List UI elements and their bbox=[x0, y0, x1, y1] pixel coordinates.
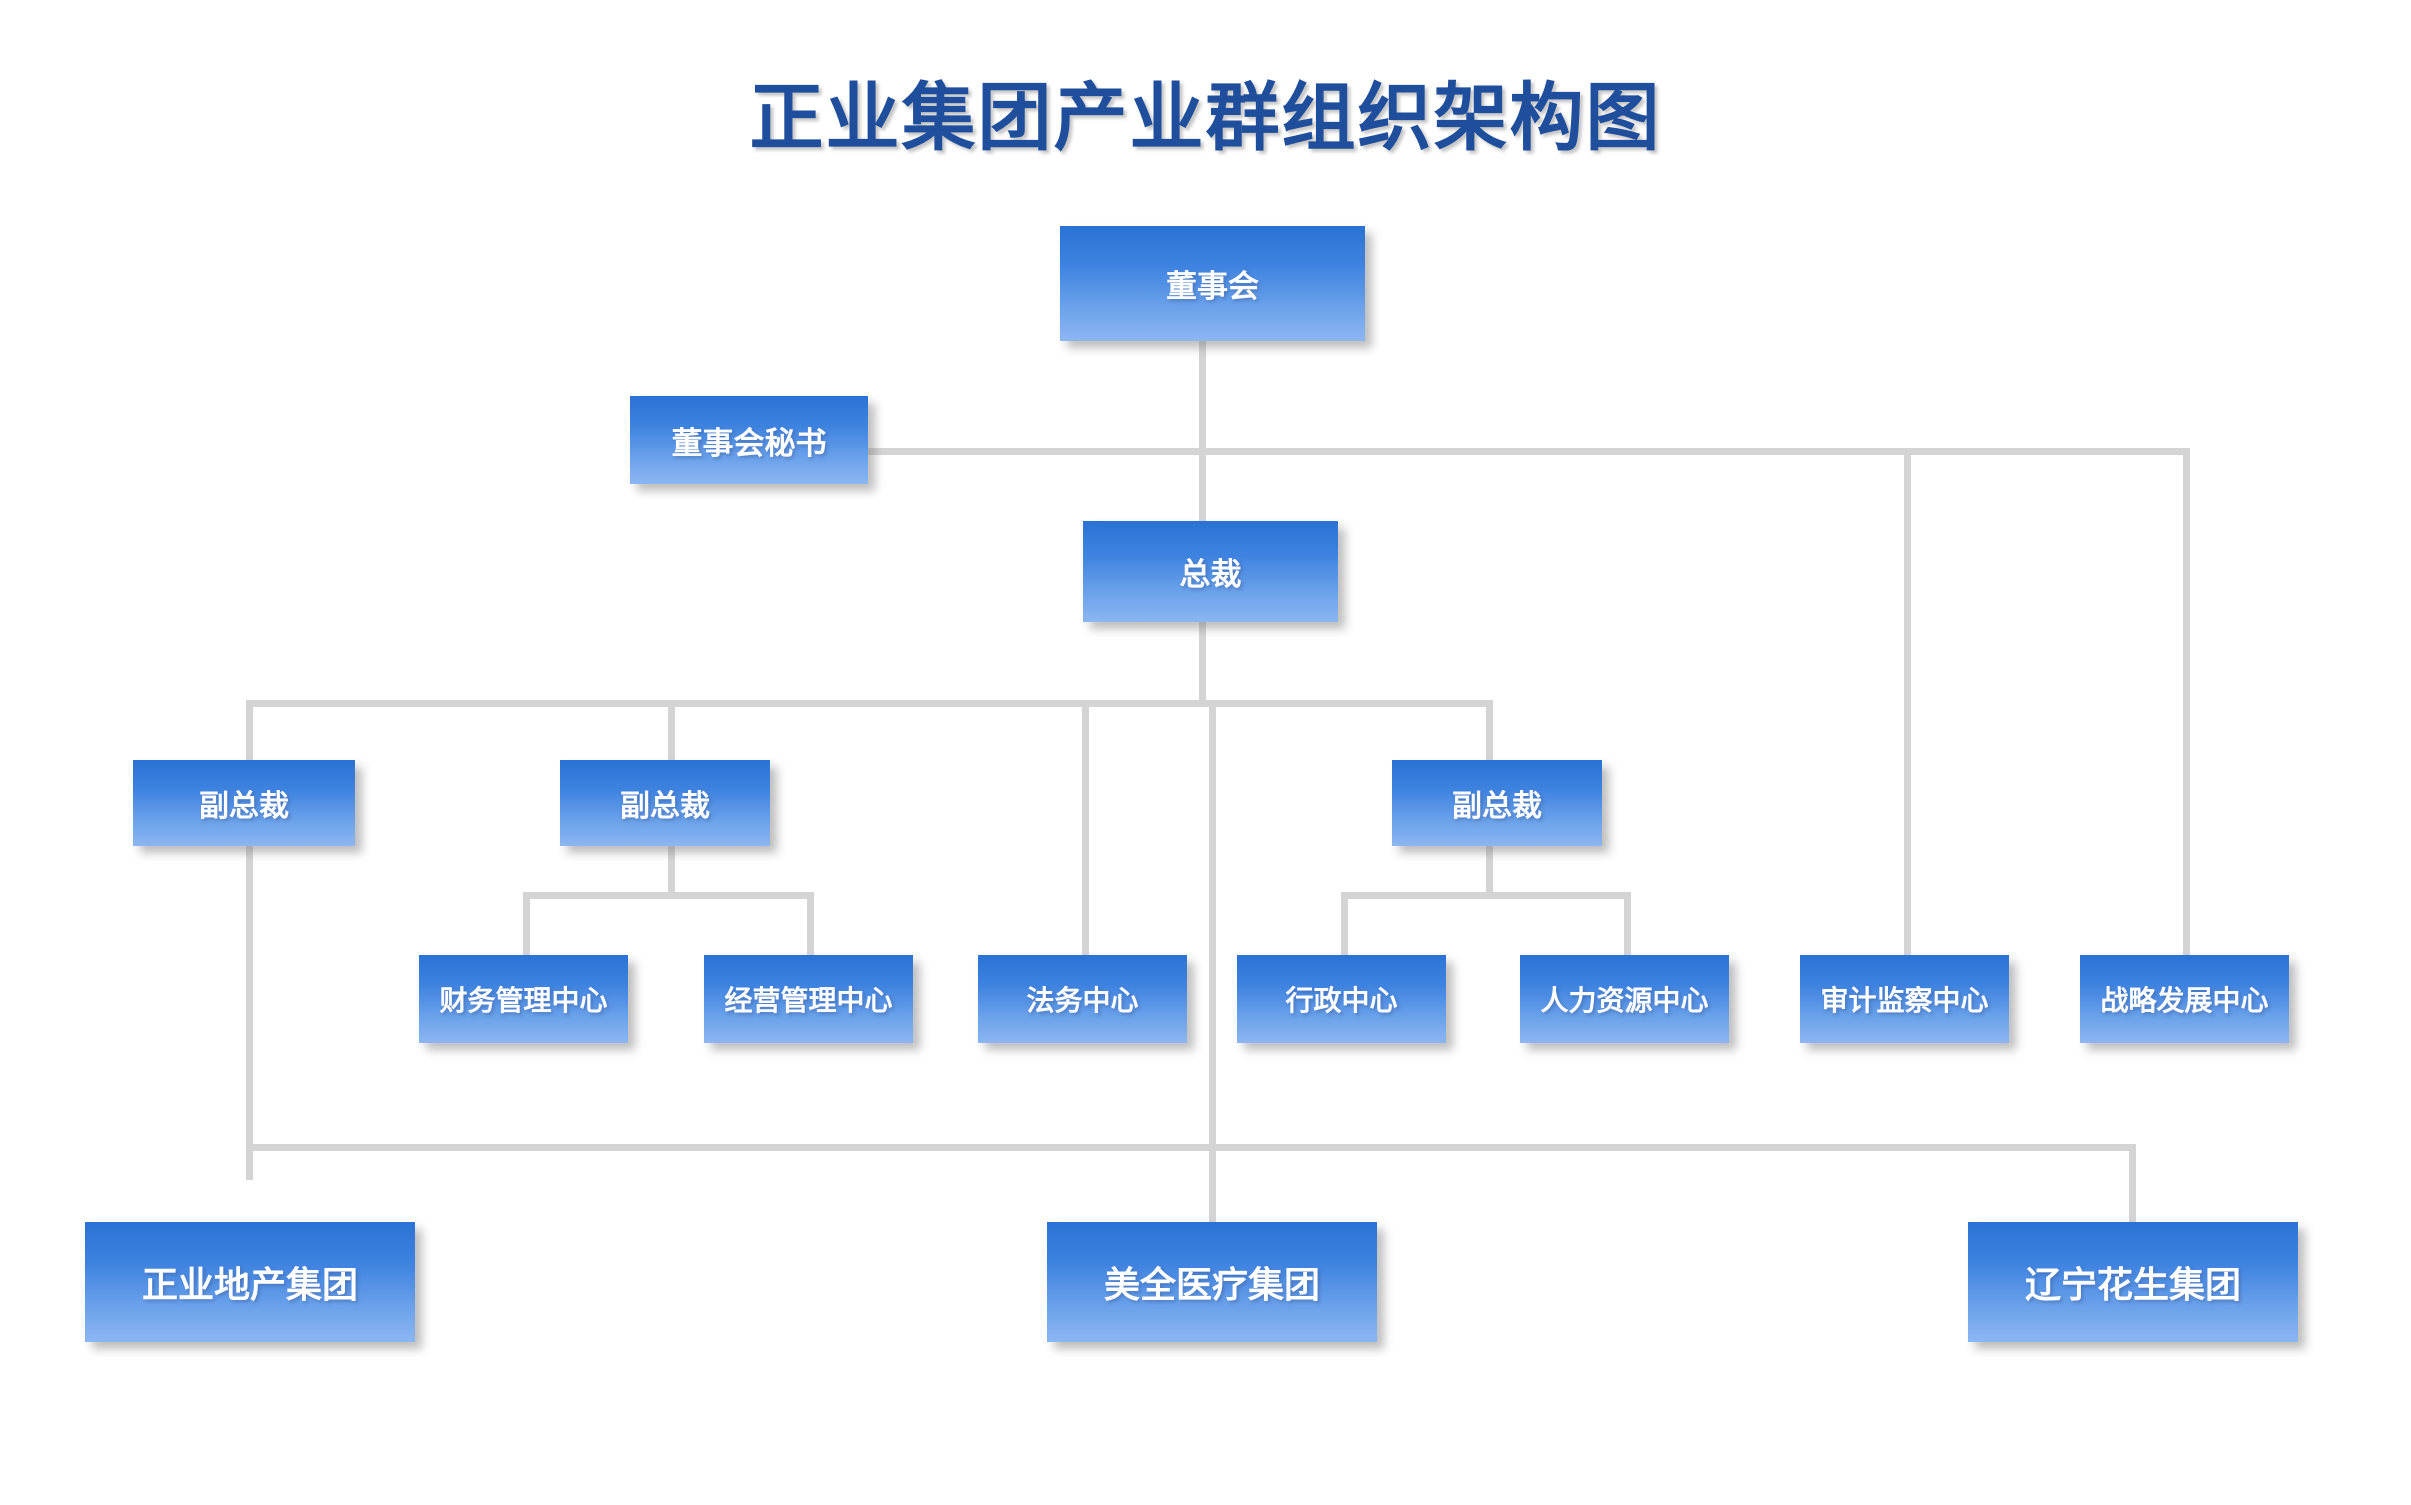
node-board-secretary[interactable]: 董事会秘书 bbox=[630, 396, 868, 484]
node-group-medical[interactable]: 美全医疗集团 bbox=[1047, 1222, 1377, 1342]
connector-peanut-down bbox=[2129, 1144, 2136, 1226]
node-group-realestate[interactable]: 正业地产集团 bbox=[85, 1222, 415, 1342]
node-vp-1[interactable]: 副总裁 bbox=[133, 760, 355, 846]
connector-vp-bar bbox=[246, 700, 1493, 707]
connector-strategy-down bbox=[2183, 448, 2190, 955]
node-vp-2-label: 副总裁 bbox=[620, 790, 710, 823]
page-title: 正业集团产业群组织架构图 bbox=[749, 76, 1662, 159]
node-strategy-center-label: 战略发展中心 bbox=[2100, 985, 2269, 1016]
node-board-secretary-label: 董事会秘书 bbox=[671, 425, 827, 461]
node-hr-center[interactable]: 人力资源中心 bbox=[1520, 955, 1729, 1043]
node-strategy-center[interactable]: 战略发展中心 bbox=[2080, 955, 2289, 1043]
connector-hr-down bbox=[1624, 892, 1631, 955]
connector-group-bar bbox=[246, 1144, 2136, 1151]
node-hr-center-label: 人力资源中心 bbox=[1540, 985, 1709, 1016]
connector-medical-down bbox=[1209, 700, 1216, 1222]
node-group-peanut-label: 辽宁花生集团 bbox=[2024, 1264, 2241, 1305]
node-admin-center-label: 行政中心 bbox=[1285, 985, 1398, 1016]
node-president-label: 总裁 bbox=[1179, 557, 1242, 592]
node-vp-1-label: 副总裁 bbox=[199, 790, 289, 823]
connector-vp3-children-bar bbox=[1341, 892, 1631, 899]
node-legal-center-label: 法务中心 bbox=[1026, 985, 1139, 1016]
node-legal-center[interactable]: 法务中心 bbox=[978, 955, 1187, 1043]
node-audit-center[interactable]: 审计监察中心 bbox=[1800, 955, 2009, 1043]
node-operations-center-label: 经营管理中心 bbox=[724, 985, 893, 1016]
node-vp-2[interactable]: 副总裁 bbox=[560, 760, 770, 846]
connector-board-down bbox=[1199, 341, 1206, 451]
connector-vp1-down bbox=[246, 700, 253, 1180]
node-operations-center[interactable]: 经营管理中心 bbox=[704, 955, 913, 1043]
node-finance-center-label: 财务管理中心 bbox=[439, 985, 608, 1016]
node-group-medical-label: 美全医疗集团 bbox=[1103, 1264, 1320, 1305]
node-group-peanut[interactable]: 辽宁花生集团 bbox=[1968, 1222, 2298, 1342]
node-vp-3-label: 副总裁 bbox=[1452, 790, 1542, 823]
node-admin-center[interactable]: 行政中心 bbox=[1237, 955, 1446, 1043]
node-board-label: 董事会 bbox=[1166, 269, 1259, 304]
node-finance-center[interactable]: 财务管理中心 bbox=[419, 955, 628, 1043]
connector-legal-down bbox=[1082, 700, 1089, 955]
connector-vp2-children-bar bbox=[523, 892, 814, 899]
node-vp-3[interactable]: 副总裁 bbox=[1392, 760, 1602, 846]
node-audit-center-label: 审计监察中心 bbox=[1820, 985, 1989, 1016]
connector-audit-down bbox=[1904, 448, 1911, 955]
connector-secretary-bar bbox=[866, 448, 2190, 455]
node-president[interactable]: 总裁 bbox=[1083, 521, 1338, 622]
node-board[interactable]: 董事会 bbox=[1060, 226, 1365, 341]
connector-operations-down bbox=[807, 892, 814, 955]
node-group-realestate-label: 正业地产集团 bbox=[141, 1264, 358, 1305]
connector-finance-down bbox=[523, 892, 530, 955]
connector-admin-down bbox=[1341, 892, 1348, 955]
